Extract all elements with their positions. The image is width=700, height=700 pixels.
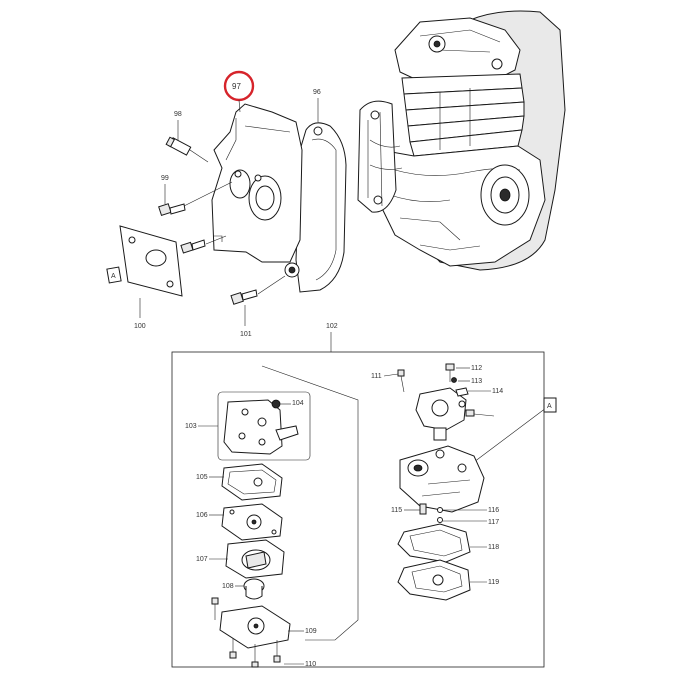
bolt-98 [165,136,209,163]
callout-116: 116 [488,507,499,514]
callout-99: 99 [161,175,169,182]
gasket-105 [221,463,283,501]
callout-117: 117 [488,519,499,526]
callout-105: 105 [196,474,208,481]
callout-110: 110 [305,661,316,668]
lower-callouts: 103 104 105 106 107 108 109 110 111 112 … [185,365,503,668]
marker-a-right: A [543,397,557,413]
screw-small-left [180,235,227,254]
callout-119: 119 [488,579,499,586]
gasket-100 [119,225,183,297]
diaphragm-119 [397,559,471,601]
filter-screen-108 [243,578,265,600]
callout-113: 113 [471,378,482,385]
callout-115: 115 [391,507,402,514]
engine-illustration [357,10,566,271]
callout-97: 97 [232,82,241,91]
carburetor-body [399,445,485,513]
explode-guide-lines [261,365,547,641]
diaphragm-106 [221,503,283,541]
callout-101: 101 [240,331,252,338]
repair-kit-103 [217,391,311,461]
clip-114 [455,387,495,417]
callout-107: 107 [196,556,208,563]
upper-callouts: 96 98 99 100 101 102 [134,89,338,352]
insulator-plate-97 [211,103,303,263]
fuel-pump-body [415,387,467,441]
marker-a-left: A [106,266,122,284]
callout-118: 118 [488,544,499,551]
callout-96: 96 [313,89,321,96]
needle-112 [445,363,455,382]
cylinder-fins [401,73,525,157]
screws-110 [211,597,281,668]
callout-109: 109 [305,628,317,635]
carburetor-assembly-box [171,351,545,668]
callout-112: 112 [471,365,482,372]
callout-108: 108 [222,583,234,590]
callout-104: 104 [292,400,304,407]
screw-101 [230,275,286,305]
callout-114: 114 [492,388,503,395]
screw-99 [158,181,233,216]
spring-113 [451,377,457,383]
cover-109 [219,605,291,649]
gasket-96 [284,122,347,293]
part-115-116-117 [419,503,443,523]
gasket-118 [397,523,471,563]
callout-98: 98 [174,111,182,118]
callout-111: 111 [371,373,382,380]
starter-pulley [480,164,530,226]
screw-111 [397,369,405,393]
callout-100: 100 [134,323,146,330]
callout-103: 103 [185,423,197,430]
svg-text:A: A [547,403,552,410]
callout-106: 106 [196,512,208,519]
callout-97-highlight: 97 [223,70,255,113]
pump-cover-107 [225,539,285,579]
svg-text:A: A [111,273,116,280]
callout-102: 102 [326,323,338,330]
